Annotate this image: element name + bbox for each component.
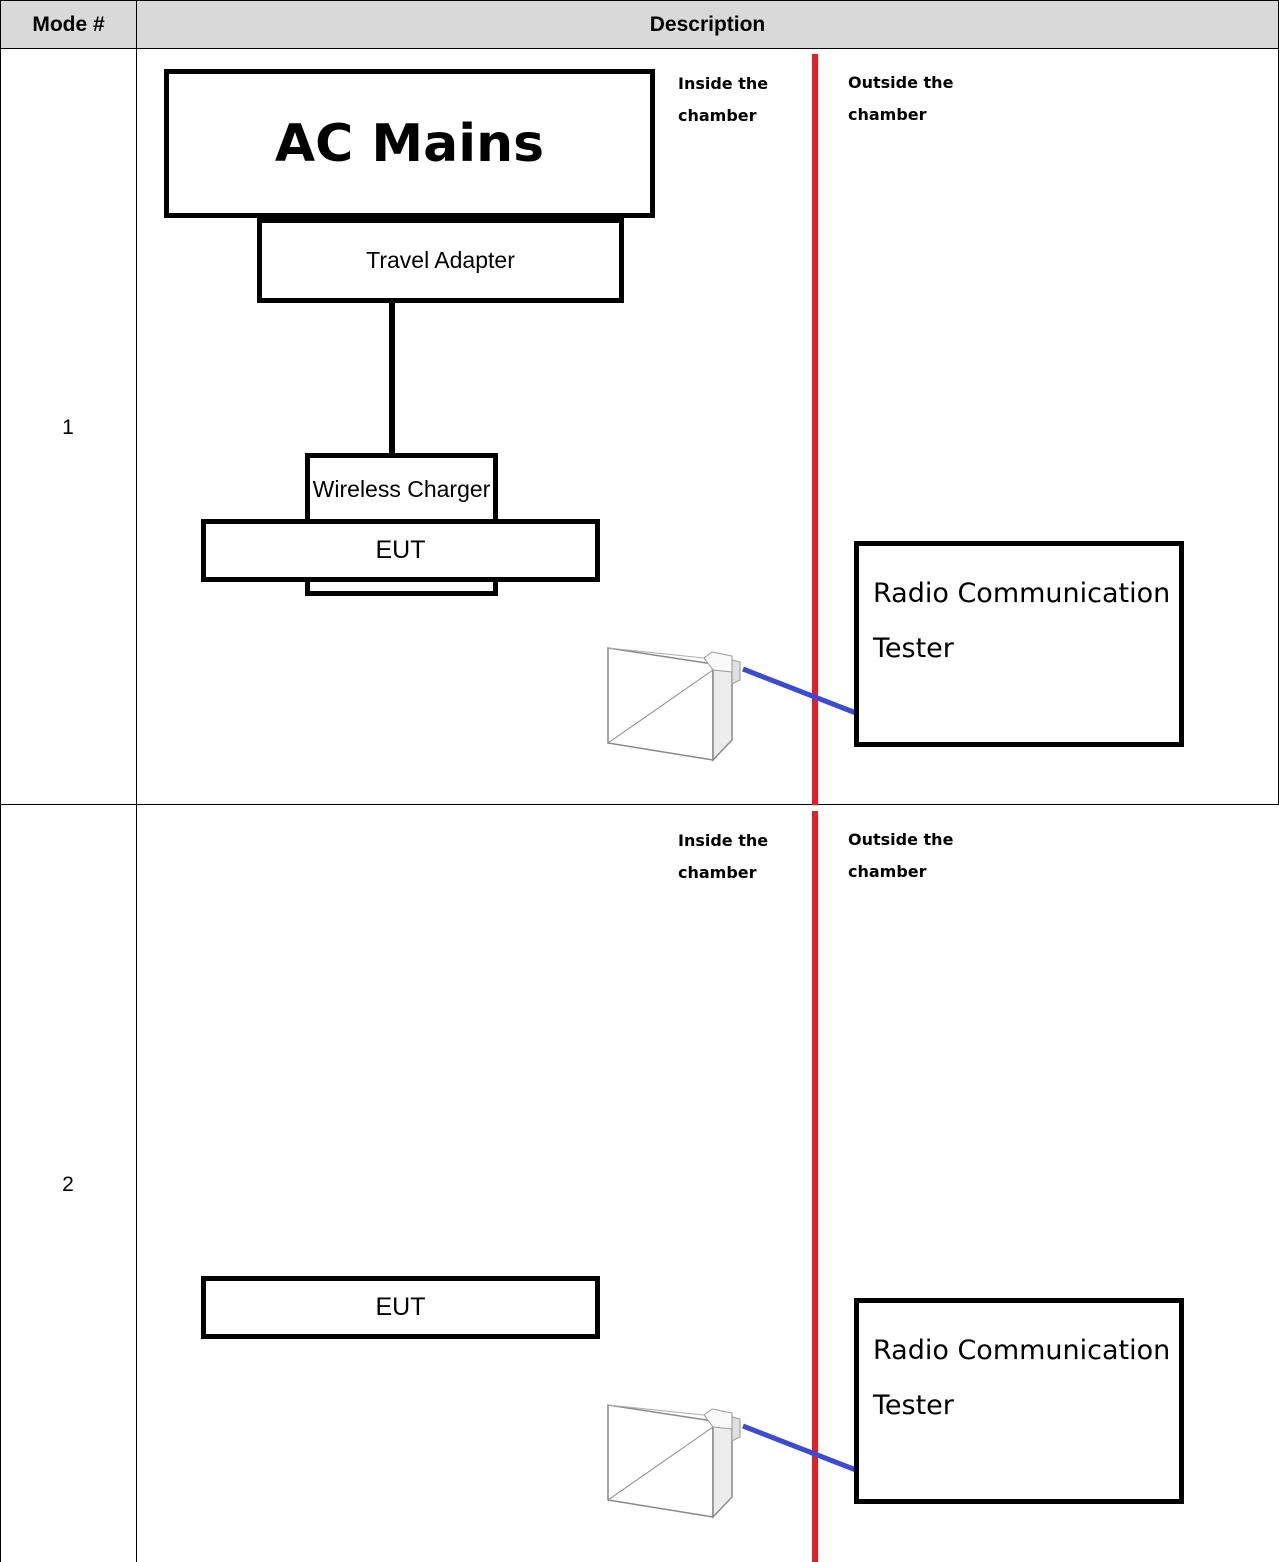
header-description: Description — [649, 13, 766, 36]
mode-2-diagram: EUT Inside the chamber Outside the chamb… — [0, 757, 1279, 1562]
mode-1-diagram: AC Mains Travel Adapter Wireless Charger… — [164, 54, 1184, 805]
radio-tester-box — [854, 1298, 1184, 1504]
inside-chamber-label: Inside the chamber — [678, 825, 818, 889]
header-mode: Mode # — [32, 13, 105, 36]
outside-chamber-label: Outside the chamber — [848, 67, 988, 131]
mode-number-2: 2 — [62, 1173, 74, 1196]
radio-tester-line2: Tester — [873, 633, 954, 664]
radio-tester-box — [854, 541, 1184, 747]
horn-antenna-icon — [607, 647, 857, 762]
power-cable — [389, 303, 395, 455]
table-header — [1, 1, 1278, 48]
inside-chamber-line2: chamber — [678, 863, 757, 882]
chamber-wall-line — [812, 811, 818, 1562]
eut-label: EUT — [375, 536, 426, 564]
row-divider — [0, 804, 1279, 805]
header-divider — [0, 48, 1279, 49]
mode-number-1: 1 — [62, 416, 74, 439]
radio-tester-line1: Radio Communication — [873, 1335, 1171, 1366]
radio-tester-line2: Tester — [873, 1390, 954, 1421]
travel-adapter-label: Travel Adapter — [366, 247, 515, 273]
outside-chamber-line2: chamber — [848, 862, 927, 881]
outside-chamber-label: Outside the chamber — [848, 824, 988, 888]
eut-box: EUT — [201, 519, 600, 582]
travel-adapter-box: Travel Adapter — [257, 218, 624, 303]
outside-chamber-line1: Outside the — [848, 73, 954, 92]
radio-tester-label: Radio Communication Tester — [873, 1323, 1170, 1433]
inside-chamber-line1: Inside the — [678, 831, 769, 850]
table-border-top — [0, 0, 1279, 1]
ac-mains-label: AC Mains — [274, 113, 545, 174]
horn-antenna-icon — [607, 1404, 857, 1519]
column-divider — [136, 0, 137, 1562]
eut-label: EUT — [375, 1293, 426, 1321]
wireless-charger-label: Wireless Charger — [312, 476, 491, 502]
radio-tester-label: Radio Communication Tester — [873, 566, 1170, 676]
chamber-wall-line — [812, 54, 818, 805]
eut-box: EUT — [201, 1276, 600, 1339]
table-border-left — [0, 0, 1, 1562]
inside-chamber-line2: chamber — [678, 106, 757, 125]
inside-chamber-line1: Inside the — [678, 74, 769, 93]
radio-tester-line1: Radio Communication — [873, 578, 1171, 609]
outside-chamber-line2: chamber — [848, 105, 927, 124]
outside-chamber-line1: Outside the — [848, 830, 954, 849]
inside-chamber-label: Inside the chamber — [678, 68, 818, 132]
ac-mains-box: AC Mains — [164, 69, 655, 218]
